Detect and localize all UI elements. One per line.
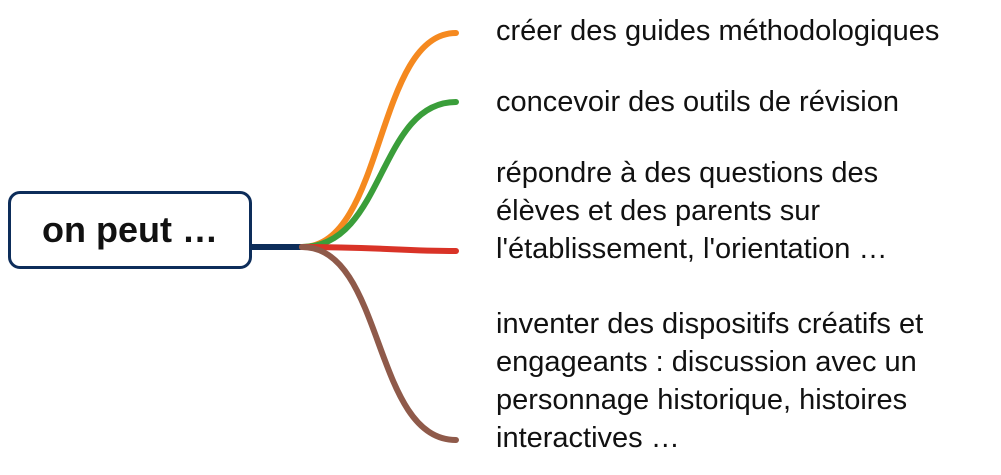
branch-label-dispositifs: inventer des dispositifs créatifs et eng…: [496, 305, 923, 457]
branch-label-line: personnage historique, histoires: [496, 384, 908, 416]
branch-label-line: répondre à des questions des: [496, 157, 879, 189]
branch-label-line: créer des guides méthodologiques: [496, 15, 940, 47]
branch-label-line: interactives …: [496, 422, 680, 454]
branch-label-line: élèves et des parents sur: [496, 195, 821, 227]
branch-label-line: l'établissement, l'orientation …: [496, 233, 888, 265]
branch-label-guides: créer des guides méthodologiques: [496, 12, 939, 50]
branch-connector-red: [299, 244, 459, 254]
branch-label-line: inventer des dispositifs créatifs et: [496, 308, 924, 340]
branch-label-line: concevoir des outils de révision: [496, 86, 899, 118]
branch-label-questions: répondre à des questions des élèves et d…: [496, 154, 888, 268]
branch-connector-brown: [299, 244, 459, 443]
branch-label-line: engageants : discussion avec un: [496, 346, 917, 378]
branch-connector-orange: [299, 30, 459, 250]
branch-label-outils: concevoir des outils de révision: [496, 83, 899, 121]
root-label: on peut …: [42, 209, 218, 250]
root-node: on peut …: [8, 191, 252, 269]
branch-connector-green: [299, 99, 459, 250]
